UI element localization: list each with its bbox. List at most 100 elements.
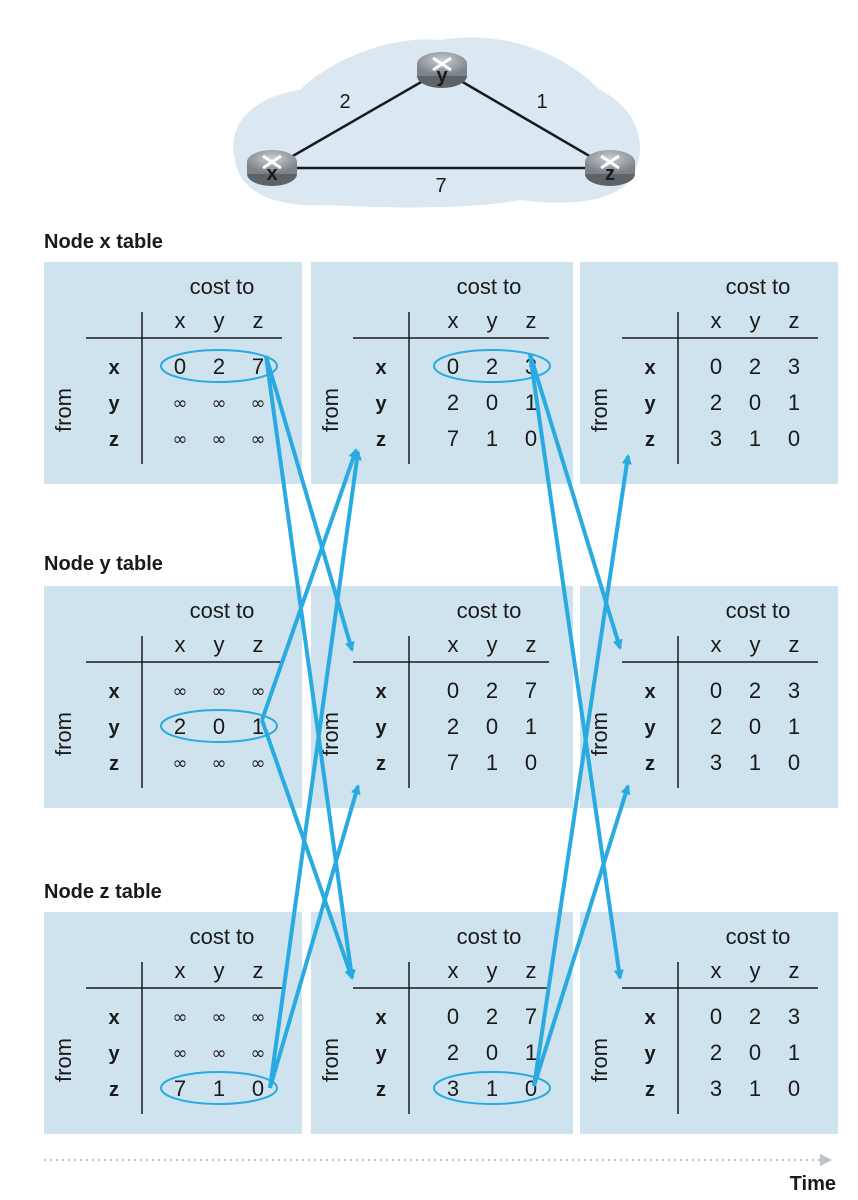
router-z-label: z bbox=[605, 163, 615, 185]
from-label: from bbox=[318, 388, 343, 432]
cell-y-y: 0 bbox=[213, 714, 225, 739]
cell-x-z: 7 bbox=[525, 678, 537, 703]
cell-z-y: ∞ bbox=[212, 429, 227, 450]
column-header-x: x bbox=[175, 308, 186, 333]
cell-x-x: 0 bbox=[710, 1004, 722, 1029]
cell-x-y: 2 bbox=[486, 1004, 498, 1029]
cell-y-x: 2 bbox=[710, 714, 722, 739]
column-header-y: y bbox=[750, 632, 761, 657]
row-header-z: z bbox=[109, 1079, 119, 1101]
row-header-z: z bbox=[109, 753, 119, 775]
cell-z-y: 1 bbox=[486, 1076, 498, 1101]
cost-to-header: cost to bbox=[726, 598, 791, 623]
row-header-x: x bbox=[644, 357, 655, 379]
cell-x-z: ∞ bbox=[251, 681, 266, 702]
cell-y-x: 2 bbox=[447, 714, 459, 739]
column-header-y: y bbox=[487, 632, 498, 657]
column-header-y: y bbox=[214, 308, 225, 333]
edge-cost-xy: 2 bbox=[339, 91, 350, 113]
table-panel bbox=[580, 262, 838, 484]
column-header-x: x bbox=[711, 308, 722, 333]
table-panel bbox=[311, 586, 573, 808]
cell-x-y: ∞ bbox=[212, 1007, 227, 1028]
cell-x-x: 0 bbox=[710, 678, 722, 703]
message-arrow bbox=[532, 454, 632, 1087]
edge-xy bbox=[271, 68, 443, 170]
highlight-ellipse bbox=[433, 1071, 551, 1105]
cell-x-x: 0 bbox=[174, 354, 186, 379]
row-header-y: y bbox=[375, 393, 387, 415]
cell-y-z: 1 bbox=[525, 714, 537, 739]
row-header-x: x bbox=[375, 357, 386, 379]
cell-x-x: 0 bbox=[447, 1004, 459, 1029]
cell-y-y: 0 bbox=[486, 390, 498, 415]
cell-z-z: 0 bbox=[788, 1076, 800, 1101]
node-x-title: Node x table bbox=[44, 231, 163, 253]
cell-y-x: ∞ bbox=[173, 1043, 188, 1064]
column-header-z: z bbox=[253, 632, 264, 657]
row-header-y: y bbox=[375, 1043, 387, 1065]
message-arrow bbox=[260, 719, 355, 980]
cell-y-y: 0 bbox=[486, 714, 498, 739]
row-header-y: y bbox=[644, 393, 656, 415]
cell-y-x: ∞ bbox=[173, 393, 188, 414]
cost-to-header: cost to bbox=[726, 924, 791, 949]
column-header-x: x bbox=[448, 308, 459, 333]
cell-z-y: ∞ bbox=[212, 753, 227, 774]
row-header-x: x bbox=[644, 1007, 655, 1029]
cell-z-z: ∞ bbox=[251, 429, 266, 450]
cell-z-x: 7 bbox=[174, 1076, 186, 1101]
cell-x-y: 2 bbox=[486, 354, 498, 379]
cell-y-x: 2 bbox=[710, 1040, 722, 1065]
from-label: from bbox=[587, 1038, 612, 1082]
cell-z-z: ∞ bbox=[251, 753, 266, 774]
row-header-x: x bbox=[108, 1007, 119, 1029]
cost-to-header: cost to bbox=[190, 924, 255, 949]
column-header-x: x bbox=[448, 958, 459, 983]
column-header-x: x bbox=[711, 958, 722, 983]
column-header-x: x bbox=[175, 958, 186, 983]
highlight-ellipse bbox=[160, 1071, 278, 1105]
cell-y-z: 1 bbox=[525, 390, 537, 415]
node-z-title: Node z table bbox=[44, 881, 162, 903]
cell-y-z: 1 bbox=[525, 1040, 537, 1065]
cell-z-x: 3 bbox=[710, 426, 722, 451]
cost-to-header: cost to bbox=[726, 274, 791, 299]
column-header-z: z bbox=[526, 632, 537, 657]
cell-x-y: ∞ bbox=[212, 681, 227, 702]
cell-z-y: 1 bbox=[213, 1076, 225, 1101]
message-arrow bbox=[532, 784, 631, 1087]
column-header-z: z bbox=[253, 308, 264, 333]
row-header-z: z bbox=[645, 753, 655, 775]
cell-y-x: 2 bbox=[447, 1040, 459, 1065]
cell-y-z: 1 bbox=[252, 714, 264, 739]
from-label: from bbox=[51, 388, 76, 432]
row-header-y: y bbox=[108, 1043, 120, 1065]
cell-y-z: ∞ bbox=[251, 393, 266, 414]
cell-x-y: 2 bbox=[749, 1004, 761, 1029]
column-header-y: y bbox=[214, 958, 225, 983]
cell-y-x: 2 bbox=[174, 714, 186, 739]
cell-x-z: ∞ bbox=[251, 1007, 266, 1028]
column-header-y: y bbox=[750, 958, 761, 983]
column-header-z: z bbox=[789, 308, 800, 333]
row-header-z: z bbox=[376, 429, 386, 451]
cell-x-x: 0 bbox=[710, 354, 722, 379]
cell-x-x: 0 bbox=[447, 354, 459, 379]
row-header-z: z bbox=[376, 753, 386, 775]
cell-z-y: 1 bbox=[486, 750, 498, 775]
cell-y-y: 0 bbox=[486, 1040, 498, 1065]
row-header-z: z bbox=[376, 1079, 386, 1101]
cell-y-z: ∞ bbox=[251, 1043, 266, 1064]
column-header-y: y bbox=[214, 632, 225, 657]
cell-y-y: 0 bbox=[749, 390, 761, 415]
row-header-z: z bbox=[645, 1079, 655, 1101]
cost-to-header: cost to bbox=[457, 598, 522, 623]
table-panel bbox=[580, 912, 838, 1134]
highlight-ellipse bbox=[160, 709, 278, 743]
cell-z-y: 1 bbox=[749, 1076, 761, 1101]
